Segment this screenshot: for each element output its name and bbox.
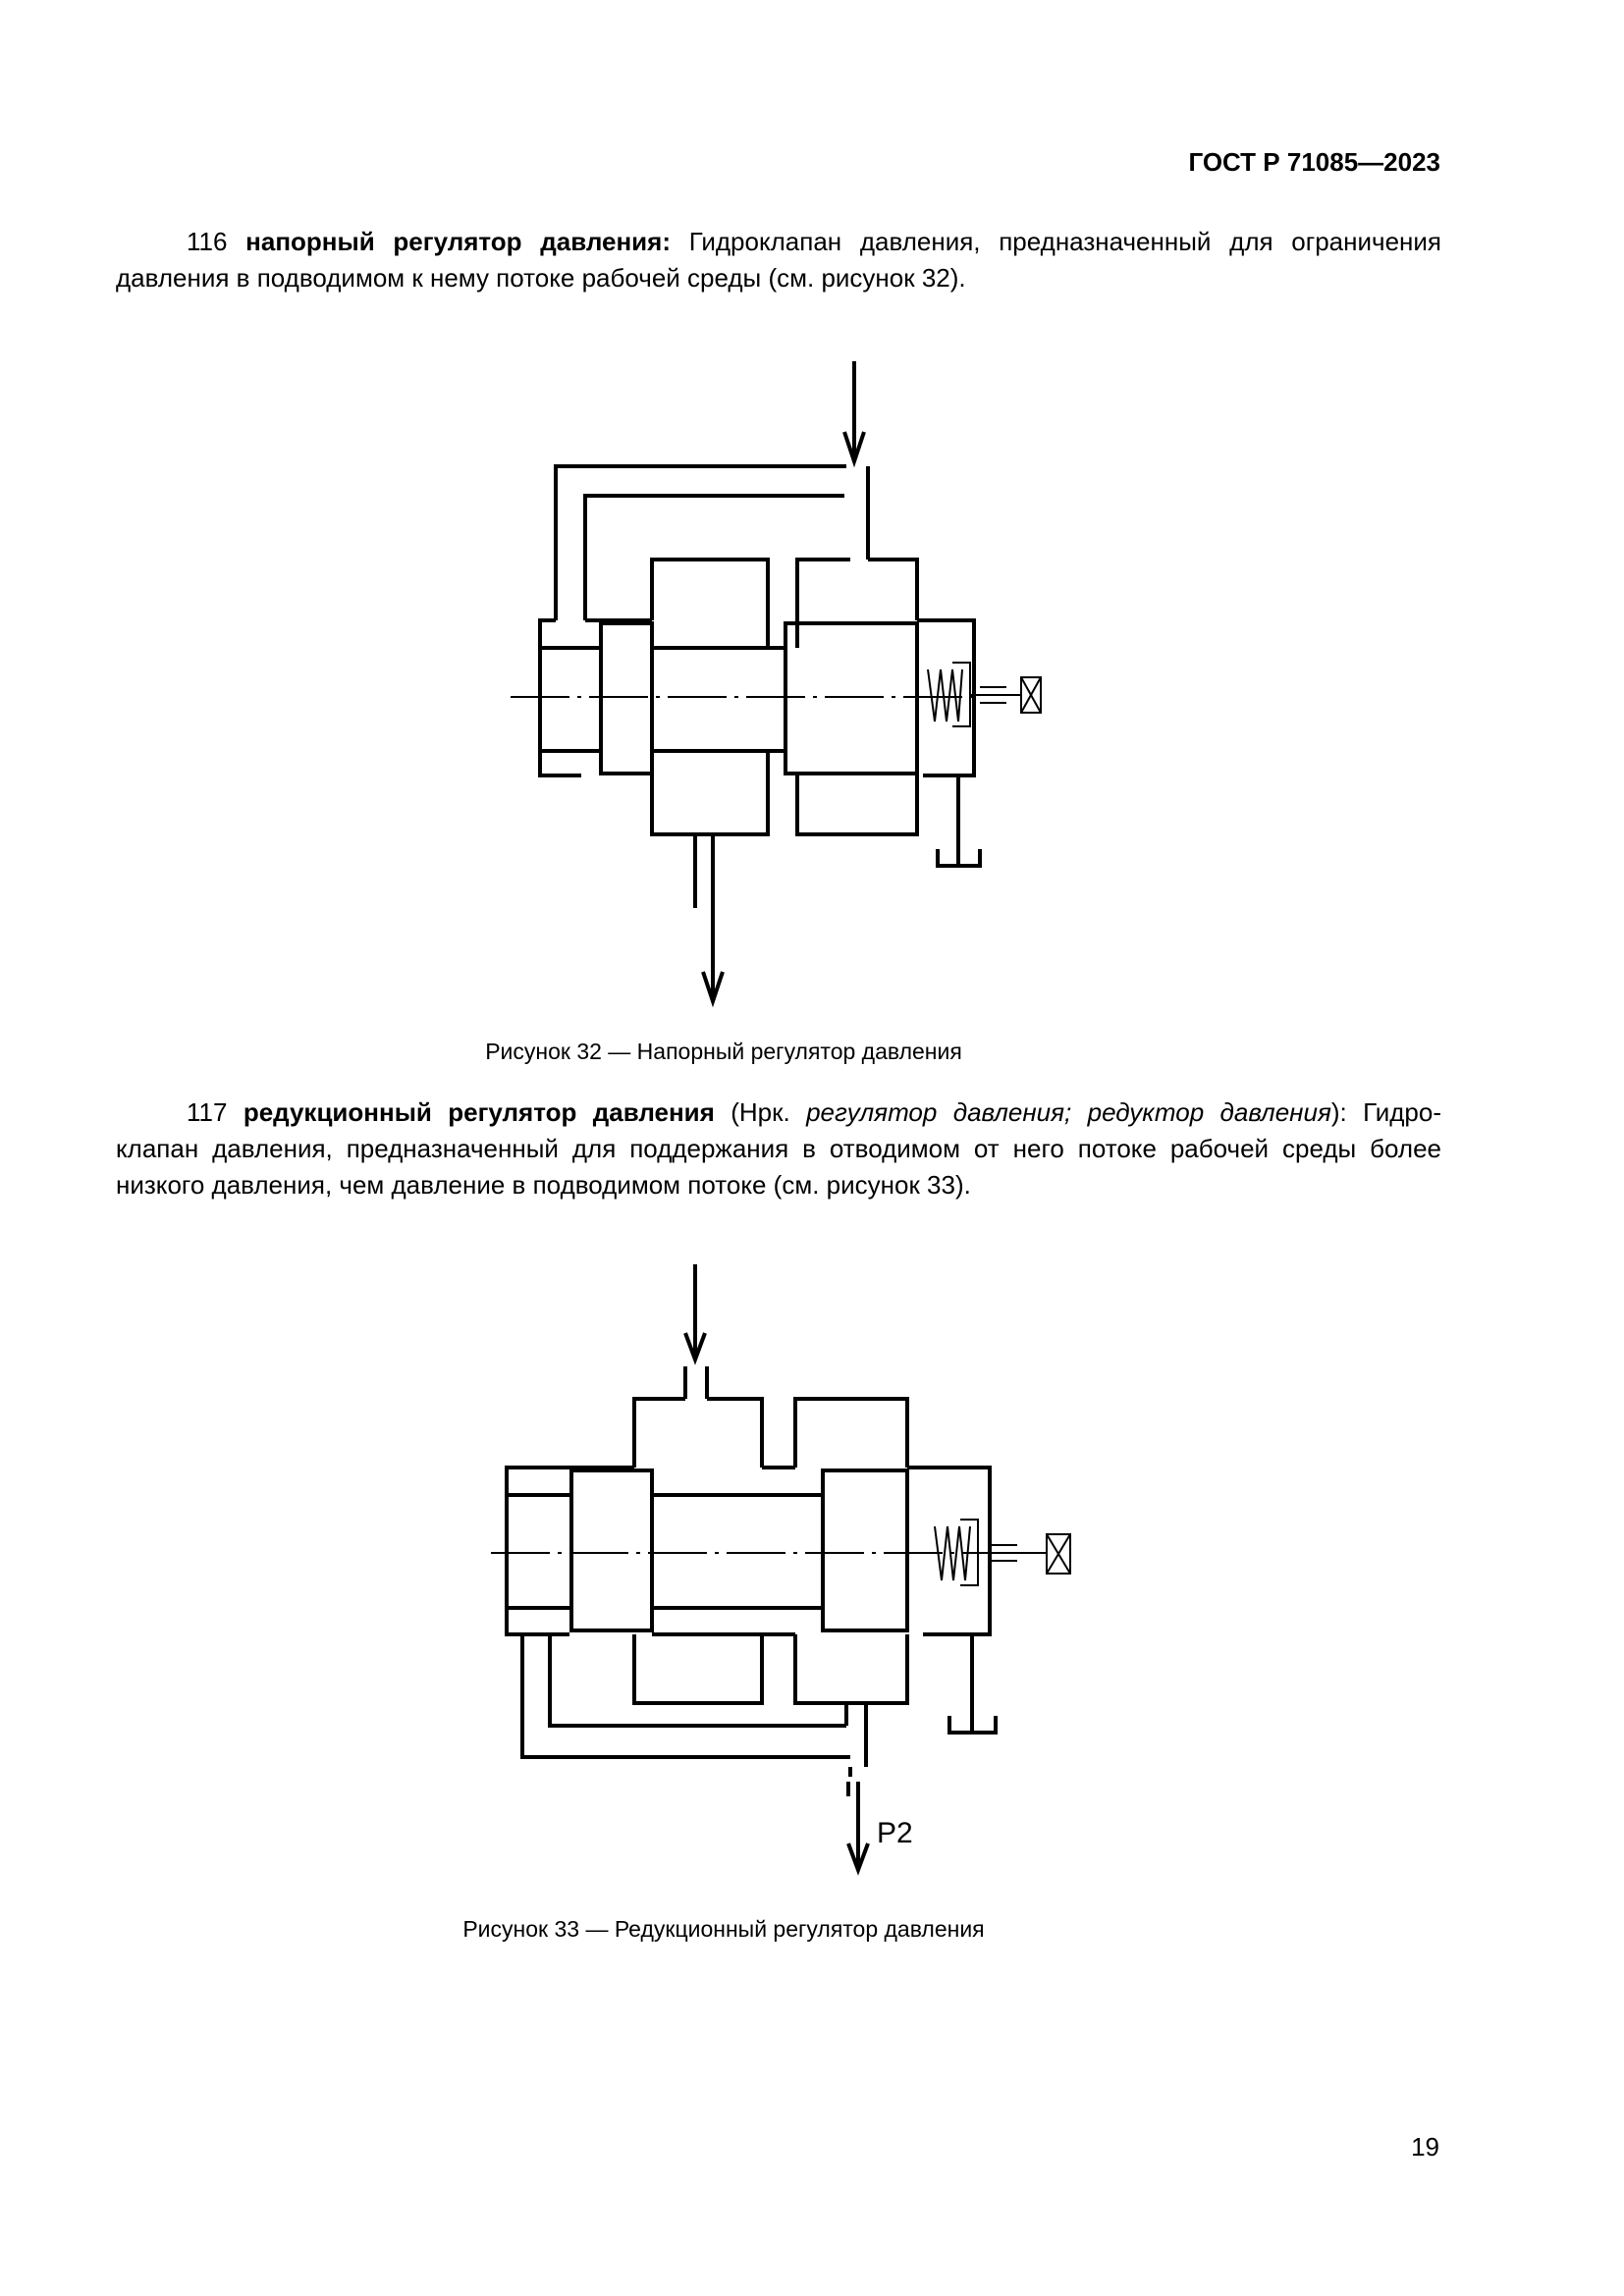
- port-label-p2: P2: [877, 1817, 913, 1849]
- figure-33-caption: Рисунок 33 — Редукционный регулятор давл…: [462, 1916, 985, 1942]
- adjuster-knob: [1046, 1533, 1071, 1575]
- figure-32-diagram: [511, 361, 1042, 1008]
- term-definition: Гидро-клапан давления, предназначенный д…: [116, 1097, 1441, 1200]
- spring: [927, 668, 963, 722]
- spool-land-left: [569, 1468, 654, 1632]
- pilot-channel-outer: [554, 464, 846, 620]
- spool-land-right: [784, 621, 919, 775]
- inlet-arrowhead: [683, 1332, 707, 1365]
- term-117-paragraph: 117 редукционный регулятор давления (Нрк…: [116, 1097, 1441, 1200]
- lower-chamber-left: [632, 1634, 764, 1705]
- valve-body: [505, 1466, 634, 1636]
- adjuster-knob: [1020, 676, 1042, 714]
- upper-chamber-right: [795, 558, 850, 648]
- lower-chamber-left: [650, 751, 770, 836]
- spring: [934, 1525, 971, 1581]
- outlet-arrowhead: [701, 971, 725, 1008]
- document-id: ГОСТ Р 71085—2023: [1188, 147, 1440, 177]
- inlet-arrowhead: [842, 431, 866, 468]
- pilot-channel-inner: [583, 494, 844, 620]
- upper-chamber-left: [632, 1397, 685, 1468]
- feedback-channel-outer: [520, 1634, 850, 1759]
- term-116-paragraph: 116 напорный регулятор давления: Гидрокл…: [116, 224, 1441, 296]
- page-number: 19: [1411, 2132, 1439, 2162]
- term-number: 116: [187, 227, 228, 256]
- outlet-arrowhead: [846, 1842, 870, 1876]
- lower-chamber-right: [795, 775, 919, 836]
- figure-33-diagram: P2: [491, 1264, 1071, 1876]
- term-definition: Гидроклапан давления, предназначенный дл…: [116, 227, 1441, 293]
- upper-chamber-right: [793, 1397, 909, 1468]
- feedback-channel-inner: [548, 1634, 846, 1728]
- spool-land-right: [821, 1468, 909, 1632]
- figure-32-caption: Рисунок 32 — Напорный регулятор давления: [485, 1039, 962, 1064]
- lower-chamber-right: [793, 1634, 909, 1705]
- drain-symbol: [936, 849, 982, 868]
- term-title: напорный регулятор давления:: [245, 227, 671, 256]
- non-recommended-terms: регулятор давления; редуктор давления: [806, 1097, 1331, 1127]
- term-number: 117: [187, 1097, 228, 1127]
- term-title: редукционный регулятор давления: [243, 1097, 715, 1127]
- upper-chamber-left: [650, 558, 770, 648]
- spool-land-left: [599, 621, 654, 775]
- drain-symbol: [947, 1716, 998, 1735]
